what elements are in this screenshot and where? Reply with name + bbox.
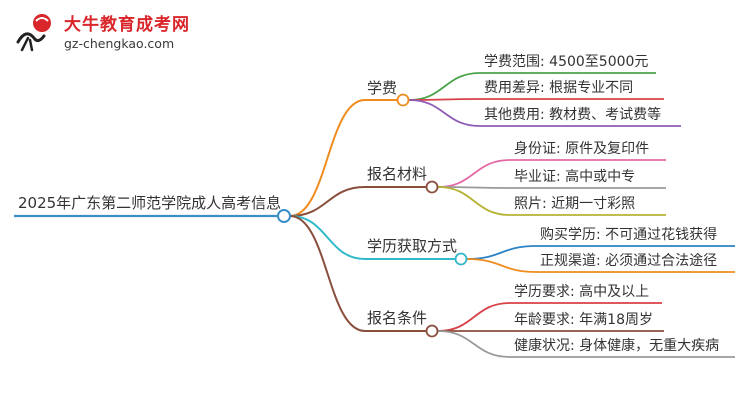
leaf-topic-3-2: 健康状况: 身体健康，无重大疾病 xyxy=(514,338,720,354)
leaf-topic-2-0: 购买学历: 不可通过花钱获得 xyxy=(540,227,718,243)
leaf-topic-0-0: 学费范围: 4500至5000元 xyxy=(484,54,649,70)
leaf-connector-3-2 xyxy=(437,330,511,358)
branch-topic-1: 报名材料 xyxy=(367,165,428,183)
leaf-topic-3-1: 年龄要求: 年满18周岁 xyxy=(514,312,653,328)
logo-url: gz-chengkao.com xyxy=(64,36,175,51)
branch-connector-0 xyxy=(289,99,366,217)
branch-topic-0: 学费 xyxy=(367,79,398,97)
logo-title: 大牛教育成考网 xyxy=(64,15,190,35)
leaf-connector-0-1 xyxy=(408,98,481,101)
leaf-connector-1-0 xyxy=(437,159,511,188)
site-logo[interactable]: 大牛教育成考网 gz-chengkao.com xyxy=(6,6,196,58)
branch-connector-1 xyxy=(289,186,366,217)
branch-node-3 xyxy=(425,324,439,338)
leaf-connector-3-0 xyxy=(437,302,511,332)
root-node xyxy=(277,209,291,223)
leaf-topic-0-1: 费用差异: 根据专业不同 xyxy=(484,80,634,96)
branch-node-2 xyxy=(454,252,468,266)
branch-node-1 xyxy=(425,180,439,194)
bull-logo-icon xyxy=(16,14,51,52)
leaf-topic-0-2: 其他费用: 教材费、考试费等 xyxy=(484,107,662,123)
root-topic: 2025年广东第二师范学院成人高考信息 xyxy=(18,194,282,212)
branch-connector-3 xyxy=(289,215,366,332)
leaf-topic-3-0: 学历要求: 高中及以上 xyxy=(514,284,650,300)
leaf-topic-1-1: 毕业证: 高中或中专 xyxy=(514,169,636,185)
leaf-connector-2-1 xyxy=(466,258,537,273)
leaf-topic-1-2: 照片: 近期一寸彩照 xyxy=(514,196,636,212)
leaf-topic-1-0: 身份证: 原件及复印件 xyxy=(514,141,650,157)
leaf-connector-2-0 xyxy=(466,245,537,260)
branch-topic-3: 报名条件 xyxy=(367,309,428,327)
leaf-connector-0-0 xyxy=(408,72,481,101)
leaf-connector-1-2 xyxy=(437,186,511,216)
leaf-connector-0-2 xyxy=(408,99,481,127)
branch-connector-2 xyxy=(289,215,366,260)
branch-node-0 xyxy=(396,93,410,107)
leaf-topic-2-1: 正规渠道: 必须通过合法途径 xyxy=(540,253,718,269)
branch-topic-2: 学历获取方式 xyxy=(367,237,458,255)
